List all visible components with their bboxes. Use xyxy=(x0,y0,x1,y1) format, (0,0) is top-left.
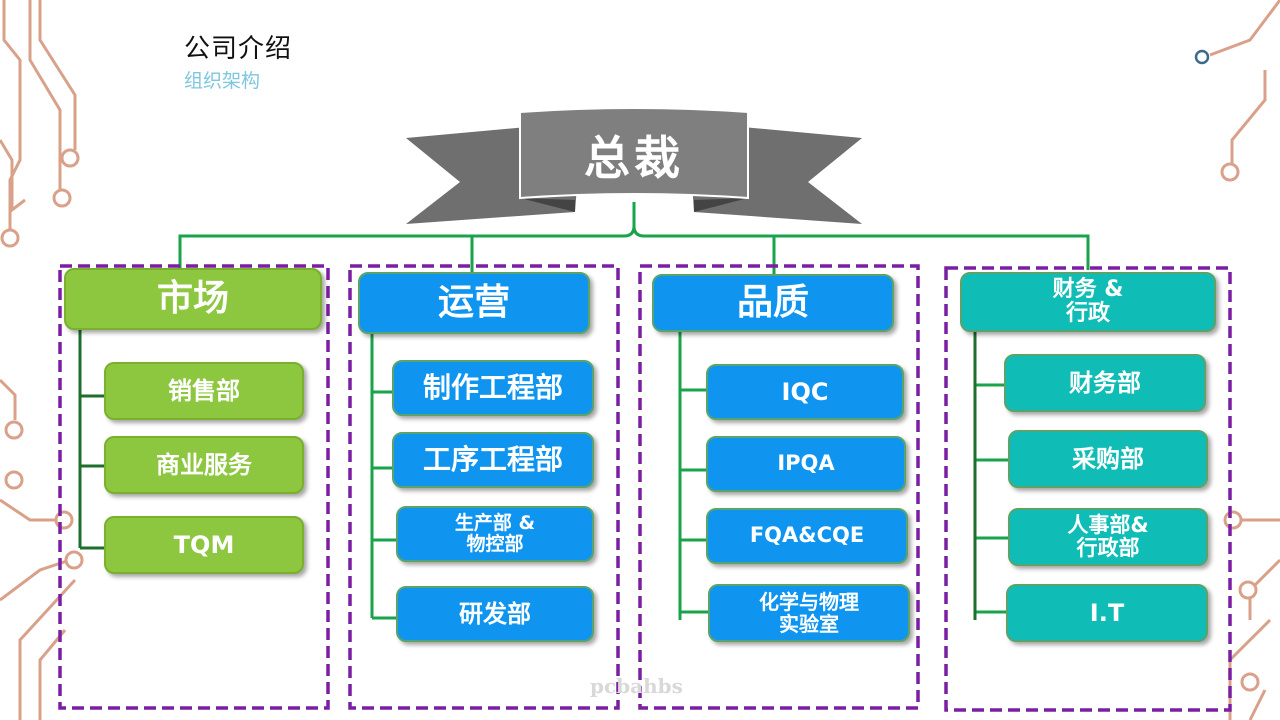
connector-quality-branch xyxy=(678,330,708,620)
circuit-trace xyxy=(1230,70,1267,165)
dept-process-engineering: 工序工程部 xyxy=(392,432,594,488)
dept-fabrication-engineering: 制作工程部 xyxy=(392,360,594,416)
dept-rnd: 研发部 xyxy=(396,586,594,642)
dept-tqm: TQM xyxy=(104,516,304,574)
circuit-node xyxy=(4,420,24,440)
dept-head-finance-admin: 财务 & 行政 xyxy=(960,272,1216,332)
circuit-trace xyxy=(0,139,26,214)
dept-head-operation: 运营 xyxy=(358,272,590,334)
ceo-label: 总裁 xyxy=(584,131,684,185)
dept-sales: 销售部 xyxy=(104,362,304,420)
ribbon-center xyxy=(519,107,749,200)
circuit-trace xyxy=(28,0,62,190)
circuit-trace xyxy=(0,378,17,420)
dept-iqc: IQC xyxy=(706,364,904,420)
circuit-trace xyxy=(18,578,77,720)
dept-it: I.T xyxy=(1006,584,1208,642)
circuit-node xyxy=(1240,672,1260,692)
circuit-trace xyxy=(0,498,60,522)
circuit-node xyxy=(1238,580,1258,600)
circuit-node xyxy=(1194,49,1210,65)
circuit-trace xyxy=(1248,689,1267,720)
watermark: pcbahbs xyxy=(590,674,683,698)
dept-finance: 财务部 xyxy=(1004,354,1206,412)
dept-head-market: 市场 xyxy=(64,268,322,330)
ribbon-fold-left xyxy=(520,198,575,212)
dept-business-service: 商业服务 xyxy=(104,436,304,494)
group-border-finance xyxy=(944,266,1232,712)
dept-ipqa: IPQA xyxy=(706,436,906,492)
dept-head-quality: 品质 xyxy=(652,274,894,332)
circuit-node xyxy=(60,148,80,168)
page-subtitle: 组织架构 xyxy=(184,70,261,92)
connector-market-branch xyxy=(78,330,104,550)
circuit-node xyxy=(1220,162,1240,182)
dept-production-material: 生产部 & 物控部 xyxy=(396,506,594,562)
connector-finance-branch-arms xyxy=(975,383,1008,614)
ribbon-fold-right xyxy=(694,198,748,212)
circuit-node xyxy=(52,188,72,208)
circuit-trace xyxy=(2,0,22,230)
circuit-node xyxy=(64,550,84,570)
connector-ceo-to-finance xyxy=(632,225,1090,270)
dept-chem-physics-lab: 化学与物理 实验室 xyxy=(708,584,910,642)
group-border-operation xyxy=(348,264,620,710)
circuit-trace xyxy=(38,0,77,150)
connector-operation-branch xyxy=(370,330,396,620)
page-title: 公司介绍 xyxy=(184,34,293,64)
dept-purchasing: 采购部 xyxy=(1008,430,1208,488)
dept-fqa-cqe: FQA&CQE xyxy=(706,508,908,564)
circuit-trace xyxy=(38,629,67,720)
circuit-trace xyxy=(1209,0,1280,57)
group-border-market xyxy=(58,264,330,710)
circuit-node xyxy=(0,228,20,248)
circuit-node xyxy=(4,470,24,490)
dept-hr-admin: 人事部& 行政部 xyxy=(1008,508,1208,566)
